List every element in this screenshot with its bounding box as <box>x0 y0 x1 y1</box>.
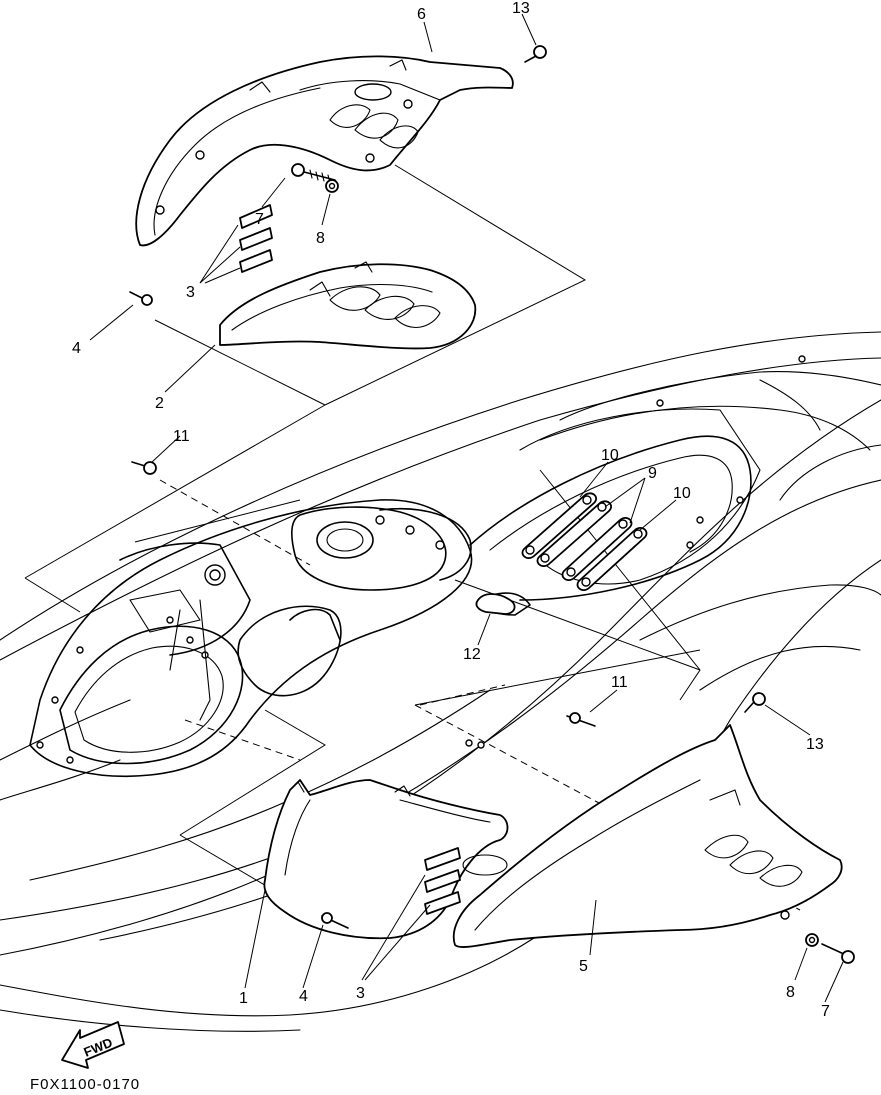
callout-8-bottom: 8 <box>786 984 795 1001</box>
bolt-7-top <box>291 163 336 184</box>
callout-10-right: 10 <box>673 485 691 502</box>
callout-6: 6 <box>417 6 426 23</box>
callout-13-top: 13 <box>512 0 530 17</box>
part-3-pads-lower <box>424 847 461 915</box>
callout-7-top: 7 <box>255 211 264 228</box>
callout-5: 5 <box>579 958 588 975</box>
deck-frame <box>469 435 752 616</box>
callout-4-top: 4 <box>72 340 81 357</box>
drawing-code: F0X1100-0170 <box>30 1076 141 1093</box>
callout-11-right: 11 <box>611 674 628 691</box>
leader-lines <box>89 13 844 1003</box>
part-2-upper-cover <box>219 261 477 350</box>
callout-12: 12 <box>463 646 481 663</box>
callout-4-bottom: 4 <box>299 988 308 1005</box>
rivet-11-left <box>131 461 157 475</box>
fwd-arrow-icon: FWD <box>61 1021 125 1069</box>
callout-13-right: 13 <box>806 736 824 753</box>
rivet-11-right <box>566 712 596 727</box>
callout-labels: 6 13 7 8 3 4 2 11 10 9 10 12 11 13 1 4 3… <box>72 0 830 1020</box>
deck-console <box>29 499 473 778</box>
callout-8-top: 8 <box>316 230 325 247</box>
washer-8-top <box>325 179 339 193</box>
parts-9-10-brackets <box>521 492 648 592</box>
callout-10-top: 10 <box>601 447 619 464</box>
screw-13-right <box>744 692 766 713</box>
part-5-side-cover <box>452 724 843 948</box>
callout-7-bottom: 7 <box>821 1003 830 1020</box>
callout-3-bottom: 3 <box>356 985 365 1002</box>
screw-13-top <box>524 45 547 63</box>
callout-3-top: 3 <box>186 284 195 301</box>
part-12-clip <box>475 593 516 615</box>
hull-body <box>0 331 881 1032</box>
bolt-7-bottom <box>821 943 855 964</box>
callout-1: 1 <box>239 990 248 1007</box>
part-3-pads-upper <box>239 204 273 273</box>
callout-2: 2 <box>155 395 164 412</box>
fasteners <box>129 45 855 964</box>
callout-9: 9 <box>648 465 657 482</box>
part-6-rear-cover <box>135 55 514 247</box>
rivet-4-bottom <box>321 912 349 929</box>
washer-8-bottom <box>805 933 819 947</box>
rivet-4-top <box>129 291 153 306</box>
callout-11-left: 11 <box>173 428 190 445</box>
